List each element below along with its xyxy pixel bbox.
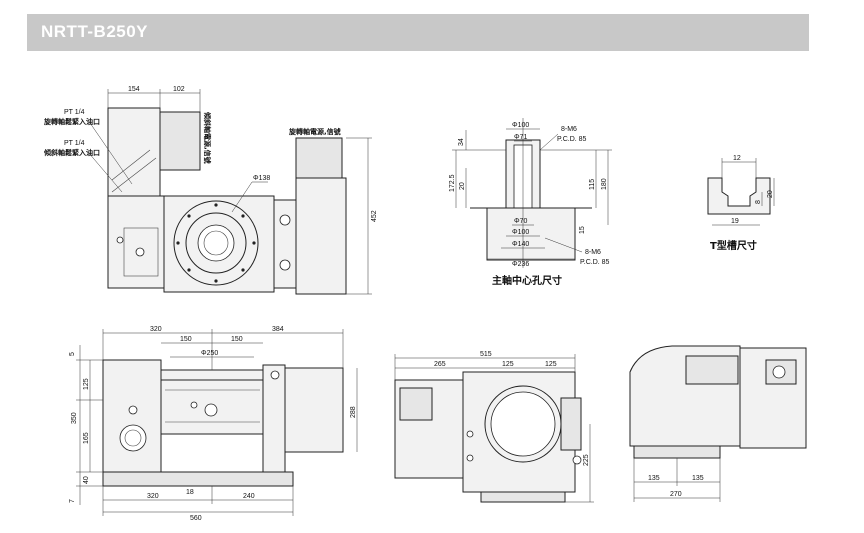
dim-154: 154: [128, 86, 140, 93]
dim-phi70: Φ70: [514, 218, 527, 225]
side-dim-125b: 125: [545, 361, 557, 368]
dim-34: 34: [458, 138, 465, 146]
model-title: NRTT-B250Y: [41, 22, 149, 41]
spindle-hole-caption: 主軸中心孔尺寸: [492, 274, 562, 287]
side-dim-515: 515: [480, 351, 492, 358]
side-view-drawing: 515 265 125 125 225: [394, 351, 594, 503]
dim-15: 15: [579, 226, 586, 234]
front-dim-384: 384: [272, 326, 284, 333]
front-dim-560: 560: [190, 515, 202, 522]
note-pt-1: PT 1/4: [64, 109, 85, 116]
note-tilt-oil-inlet: 傾斜軸鬆緊入油口: [43, 148, 100, 157]
front-dim-125: 125: [83, 378, 90, 390]
tslot-caption: T型槽尺寸: [710, 239, 757, 252]
front-view-drawing: 320 384 150 150 Φ250 5 125 350 165 40 7 …: [69, 326, 358, 522]
spindle-hole-drawing: Φ100 Φ71 8-M6 P.C.D. 85 34 172.5 20 115 …: [449, 118, 612, 287]
front-dim-150a: 150: [180, 336, 192, 343]
dim-452: 452: [371, 210, 378, 222]
dim-phi140: Φ140: [512, 241, 529, 248]
front-dim-5: 5: [69, 352, 76, 356]
front-dim-150b: 150: [231, 336, 243, 343]
dim-phi100-bot: Φ100: [512, 229, 529, 236]
tslot-drawing: 12 8 20 19 T型槽尺寸: [707, 155, 775, 252]
dim-phi100-top: Φ100: [512, 122, 529, 129]
side-dim-265: 265: [434, 361, 446, 368]
dim-172-5: 172.5: [449, 174, 456, 192]
front-dim-18: 18: [186, 489, 194, 496]
tslot-dim-12: 12: [733, 155, 741, 162]
front-dim-320-bot: 320: [147, 493, 159, 500]
front-dim-40: 40: [83, 476, 90, 484]
rear-dim-135b: 135: [692, 475, 704, 482]
front-dim-phi250: Φ250: [201, 350, 218, 357]
title-bar: NRTT-B250Y: [27, 14, 809, 51]
dim-pcd85-top: P.C.D. 85: [557, 136, 587, 143]
rear-dim-270: 270: [670, 491, 682, 498]
tslot-dim-19: 19: [731, 218, 739, 225]
dim-pcd85-bot: P.C.D. 85: [580, 259, 610, 266]
dim-115: 115: [589, 179, 596, 190]
tslot-dim-20: 20: [767, 190, 774, 198]
front-dim-7: 7: [69, 499, 76, 503]
dim-8m6-top: 8-M6: [561, 126, 577, 133]
dim-180: 180: [601, 178, 608, 190]
dim-phi236: Φ236: [512, 261, 529, 268]
rear-view-drawing: 135 135 270: [629, 345, 807, 502]
dim-phi138: Φ138: [253, 175, 270, 182]
front-dim-240: 240: [243, 493, 255, 500]
side-dim-125a: 125: [502, 361, 514, 368]
note-rotary-cable: 旋轉軸電源,信號: [288, 127, 341, 136]
top-view-drawing: 154 102 452 Φ138 PT 1/4 旋轉軸鬆緊入油口 PT 1/4 …: [43, 86, 378, 295]
note-pt-2: PT 1/4: [64, 140, 85, 147]
front-dim-320-top: 320: [150, 326, 162, 333]
dim-phi71: Φ71: [514, 134, 527, 141]
dim-20: 20: [459, 182, 466, 190]
dim-102: 102: [173, 86, 185, 93]
side-dim-225: 225: [583, 454, 590, 466]
note-tilt-cable: 傾斜軸電源,信號: [203, 111, 212, 164]
front-dim-350: 350: [71, 412, 78, 424]
rear-dim-135a: 135: [648, 475, 660, 482]
front-dim-165: 165: [83, 432, 90, 444]
tslot-dim-8: 8: [755, 200, 762, 204]
front-dim-288: 288: [350, 406, 357, 418]
dim-8m6-bot: 8-M6: [585, 249, 601, 256]
note-rotary-oil-inlet: 旋轉軸鬆緊入油口: [43, 117, 100, 126]
